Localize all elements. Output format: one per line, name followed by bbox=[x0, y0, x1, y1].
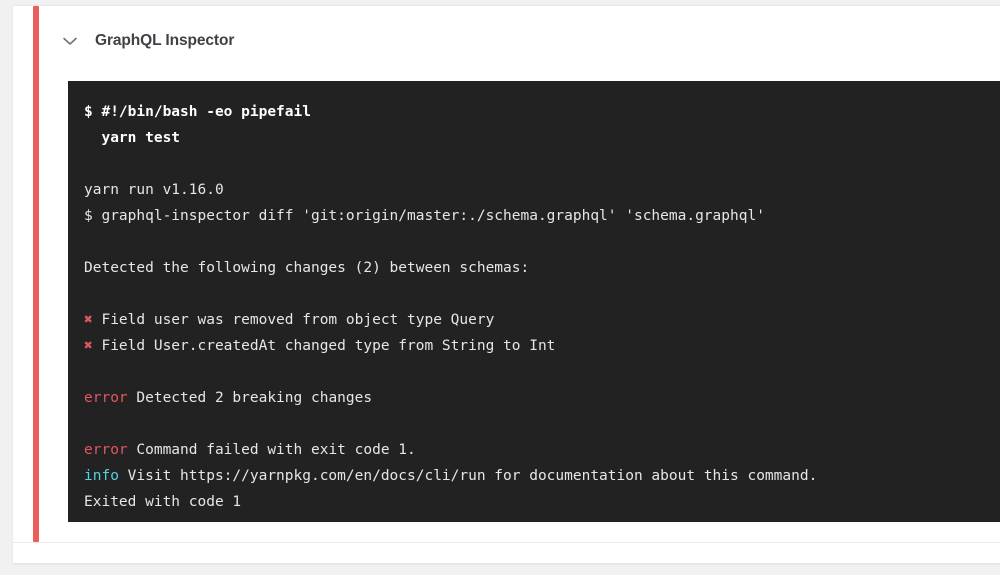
log-line bbox=[84, 229, 1000, 255]
card-footer-divider bbox=[13, 542, 1000, 543]
log-line: $ #!/bin/bash -eo pipefail bbox=[84, 104, 311, 120]
step-header-toggle[interactable]: GraphQL Inspector bbox=[59, 20, 234, 62]
log-line: Detected the following changes (2) betwe… bbox=[84, 260, 530, 276]
log-line-list: $ #!/bin/bash -eo pipefail yarn test yar… bbox=[84, 99, 1000, 515]
breaking-change-cross-icon: ✖ bbox=[84, 312, 93, 328]
log-line bbox=[84, 151, 1000, 177]
log-level-info: info bbox=[84, 468, 119, 484]
log-line: yarn run v1.16.0 bbox=[84, 182, 224, 198]
log-line-text: Field user was removed from object type … bbox=[92, 312, 495, 328]
step-title: GraphQL Inspector bbox=[95, 32, 235, 49]
log-line: Exited with code 1 bbox=[84, 494, 242, 510]
log-line-text: Visit https://yarnpkg.com/en/docs/cli/ru… bbox=[118, 468, 818, 484]
log-line-text: Command failed with exit code 1. bbox=[127, 442, 416, 458]
log-line: error Command failed with exit code 1. bbox=[84, 437, 1000, 463]
log-line bbox=[84, 411, 1000, 437]
build-step-card: GraphQL Inspector $ #!/bin/bash -eo pipe… bbox=[13, 5, 1000, 563]
log-level-error: error bbox=[84, 442, 128, 458]
log-line: ✖ Field User.createdAt changed type from… bbox=[84, 333, 1000, 359]
log-line: ✖ Field user was removed from object typ… bbox=[84, 307, 1000, 333]
terminal-log-output[interactable]: $ #!/bin/bash -eo pipefail yarn test yar… bbox=[68, 81, 1000, 522]
log-line: $ graphql-inspector diff 'git:origin/mas… bbox=[84, 208, 765, 224]
log-line: error Detected 2 breaking changes bbox=[84, 385, 1000, 411]
log-line-text: Detected 2 breaking changes bbox=[127, 390, 373, 406]
chevron-down-icon[interactable] bbox=[59, 30, 81, 52]
log-line bbox=[84, 281, 1000, 307]
step-status-rail bbox=[33, 6, 39, 542]
breaking-change-cross-icon: ✖ bbox=[84, 338, 93, 354]
log-level-error: error bbox=[84, 390, 128, 406]
log-line bbox=[84, 359, 1000, 385]
log-line: yarn test bbox=[84, 130, 181, 146]
log-line-text: Field User.createdAt changed type from S… bbox=[92, 338, 556, 354]
log-line: info Visit https://yarnpkg.com/en/docs/c… bbox=[84, 463, 1000, 489]
